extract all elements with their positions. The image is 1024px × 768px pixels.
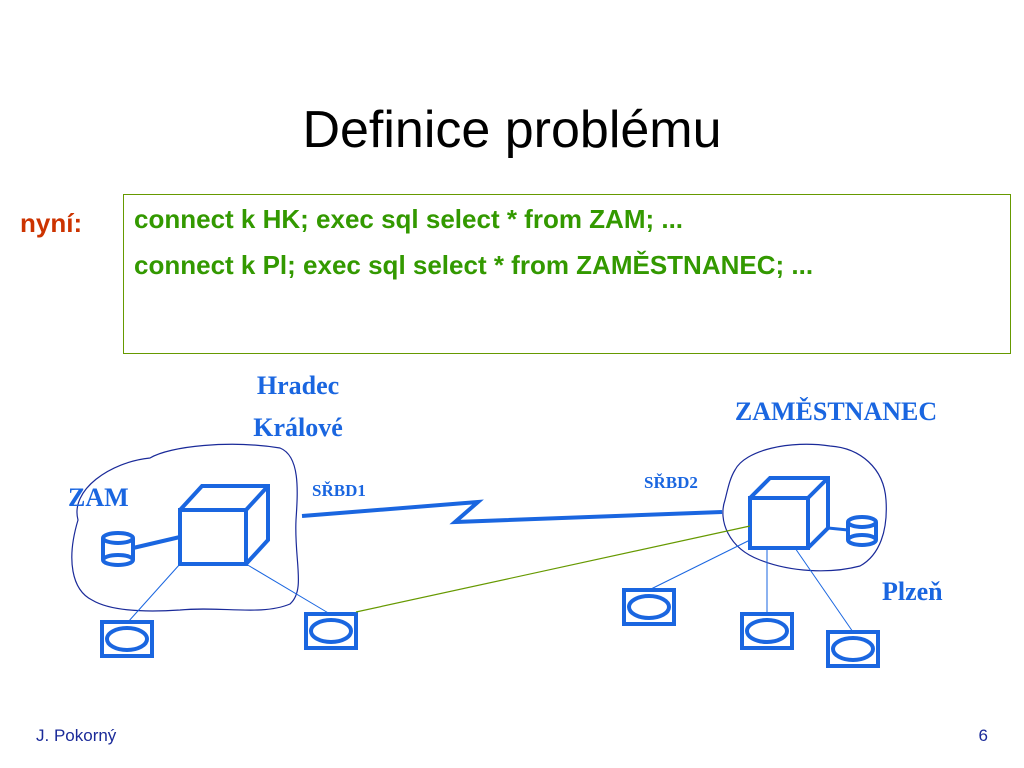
- left-database-icon: [101, 531, 135, 567]
- site-right-name: Plzeň: [882, 577, 943, 606]
- site-right-db-label: ZAMĚSTNANEC: [735, 397, 937, 426]
- site-left-name-line1: Hradec: [257, 371, 339, 400]
- left-workstation-1-icon: [100, 620, 154, 658]
- now-label: nyní:: [20, 208, 83, 238]
- site-left-name-line2: Králové: [253, 413, 343, 442]
- code-line-pl: connect k Pl; exec sql select * from ZAM…: [134, 250, 814, 280]
- footer-author: J. Pokorný: [36, 726, 117, 745]
- right-database-icon: [846, 515, 878, 547]
- left-server-icon: [178, 484, 270, 566]
- right-server-icon: [748, 476, 830, 550]
- footer-page-number: 6: [978, 726, 988, 745]
- right-workstation-3-icon: [826, 630, 880, 668]
- slide-title: Definice problému: [302, 101, 722, 159]
- right-workstation-2-icon: [740, 612, 794, 650]
- code-box: connect k HK; exec sql select * from ZAM…: [123, 194, 1011, 354]
- site-right-dbms-label: SŘBD2: [644, 473, 698, 492]
- right-site-cloud: [722, 443, 887, 572]
- site-left-dbms-label: SŘBD1: [312, 481, 366, 500]
- left-workstation-2-icon: [304, 612, 358, 650]
- wan-link: [301, 499, 723, 525]
- left-site-cloud: [71, 443, 300, 612]
- right-workstation-1-icon: [622, 588, 676, 626]
- code-line-hk: connect k HK; exec sql select * from ZAM…: [134, 204, 684, 234]
- site-left-db-label: ZAM: [68, 483, 129, 512]
- remote-access-link: [355, 525, 751, 613]
